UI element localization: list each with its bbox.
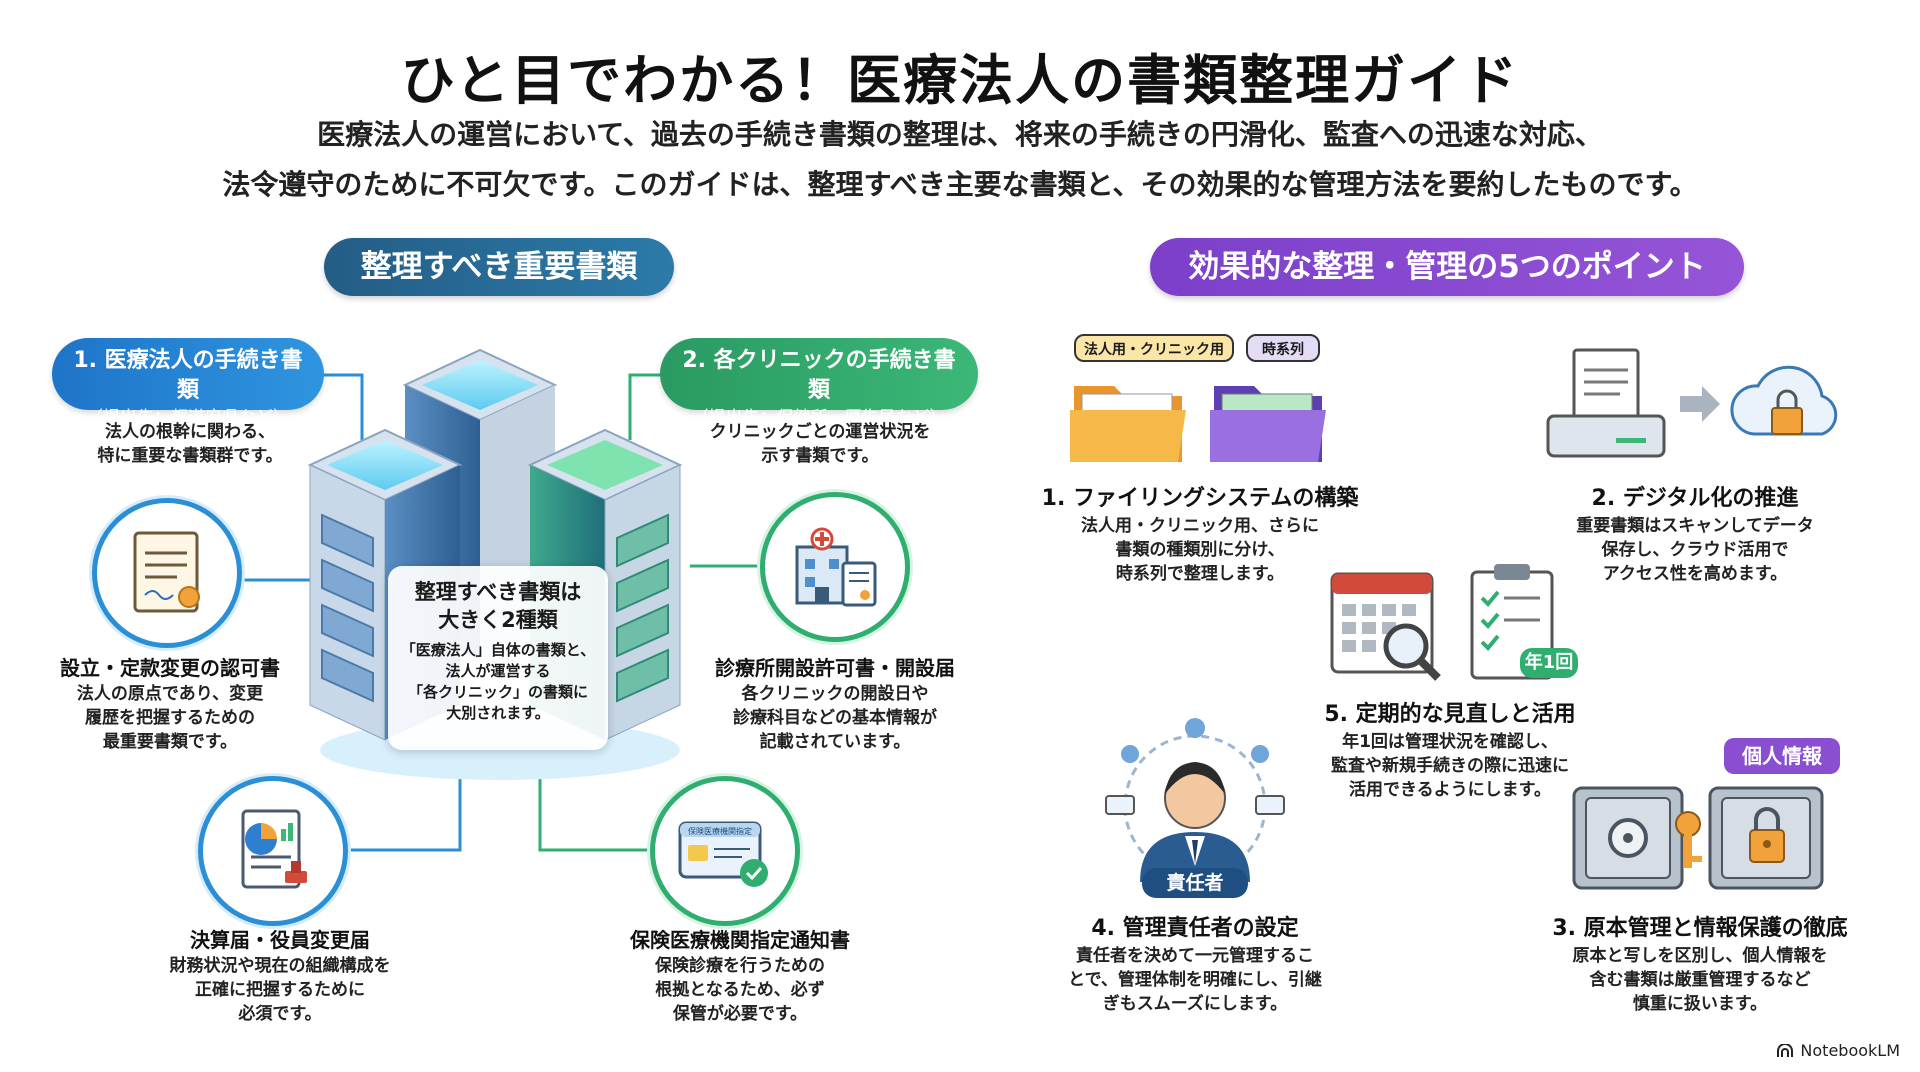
folders-icon <box>1070 386 1326 462</box>
doc-line: 保管が必要です。 <box>672 1004 808 1024</box>
year-once-badge: 年1回 <box>1520 648 1578 678</box>
manager-person-icon <box>1105 718 1285 882</box>
point-line: アクセス性を高めます。 <box>1602 564 1788 584</box>
point-title: 1. ファイリングシステムの構築 <box>1041 486 1359 511</box>
summary-box: 整理すべき書類は 大きく2種類 「医療法人」自体の書類と、 法人が運営する 「各… <box>388 566 608 750</box>
doc-establishment-approval: 設立・定款変更の認可書 法人の原点であり、変更 履歴を把握するための 最重要書類… <box>40 654 300 754</box>
doc-title: 診療所開設許可書・開設届 <box>715 656 955 680</box>
point-line: 書類の種類別に分け、 <box>1115 540 1285 560</box>
point-line: 年1回は管理状況を確認し、 <box>1342 732 1558 752</box>
point-original-management: 3. 原本管理と情報保護の徹底 原本と写しを区別し、個人情報を 含む書類は厳重管… <box>1540 914 1860 1016</box>
point-line: 責任者を決めて一元管理するこ <box>1076 946 1314 966</box>
point-manager: 4. 管理責任者の設定 責任者を決めて一元管理するこ とで、管理体制を明確にし、… <box>1060 914 1330 1016</box>
certificate-icon <box>92 498 242 648</box>
point-line: 含む書類は厳重管理するなど <box>1589 970 1811 990</box>
clinic-building-icon <box>760 492 910 642</box>
point-line: 重要書類はスキャンしてデータ <box>1576 516 1814 536</box>
tag-corp-clinic: 法人用・クリニック用 <box>1074 334 1234 362</box>
logo-text: NotebookLM <box>1800 1041 1900 1060</box>
section-label-points: 効果的な整理・管理の5つのポイント <box>1150 238 1744 296</box>
doc-line: 最重要書類です。 <box>102 732 238 752</box>
desc-line: 示す書類です。 <box>761 446 879 466</box>
point-title: 4. 管理責任者の設定 <box>1091 916 1299 941</box>
intro-line-1: 医療法人の運営において、過去の手続き書類の整理は、将来の手続きの円滑化、監査への… <box>317 118 1603 151</box>
category-title: 1. 医療法人の手続き書類 <box>73 348 303 403</box>
point-line: 監査や新規手続きの際に迅速に <box>1331 756 1569 776</box>
summary-line: 「医療法人」自体の書類と、 <box>400 641 596 659</box>
summary-title-l2: 大きく2種類 <box>438 608 558 632</box>
safe-lock-icon <box>1572 786 1824 890</box>
tag-chronological: 時系列 <box>1246 334 1320 362</box>
point-line: とで、管理体制を明確にし、引継 <box>1068 970 1322 990</box>
doc-clinic-license: 診療所開設許可書・開設届 各クリニックの開設日や 診療科目などの基本情報が 記載… <box>700 654 970 754</box>
category-subtitle: （提出先：都道府県など） <box>86 408 290 428</box>
doc-line: 財務状況や現在の組織構成を <box>169 956 391 976</box>
doc-title: 設立・定款変更の認可書 <box>60 656 280 680</box>
point-line: 慎重に扱います。 <box>1632 994 1768 1014</box>
notebooklm-logo-icon <box>1777 1043 1794 1057</box>
desc-line: 法人の根幹に関わる、 <box>105 422 275 442</box>
point-line: ぎもスムーズにします。 <box>1102 994 1288 1014</box>
doc-line: 根拠となるため、必ず <box>655 980 825 1000</box>
summary-line: 「各クリニック」の書類に <box>407 683 588 701</box>
insurance-card-icon: 保険医療機関指定 <box>650 776 800 926</box>
desc-line: クリニックごとの運営状況を <box>709 422 931 442</box>
privacy-badge: 個人情報 <box>1724 738 1840 774</box>
desc-line: 特に重要な書類群です。 <box>97 446 283 466</box>
doc-title: 保険医療機関指定通知書 <box>630 928 850 952</box>
summary-body: 「医療法人」自体の書類と、 法人が運営する 「各クリニック」の書類に 大別されま… <box>396 640 600 724</box>
scanner-cloud-icon <box>1546 348 1838 458</box>
notebooklm-logo: NotebookLM <box>1776 1041 1900 1060</box>
point-digitization: 2. デジタル化の推進 重要書類はスキャンしてデータ 保存し、クラウド活用で ア… <box>1540 484 1850 586</box>
category-clinic-docs: 2. 各クリニックの手続き書類 （提出先：保健所、厚生局など） <box>660 338 978 428</box>
section-label-documents: 整理すべき重要書類 <box>324 238 674 296</box>
doc-line: 履歴を把握するための <box>85 708 255 728</box>
page-title: ひと目でわかる！医療法人の書類整理ガイド <box>400 49 1520 112</box>
summary-line: 法人が運営する <box>445 662 551 680</box>
manager-badge: 責任者 <box>1142 868 1248 898</box>
summary-line: 大別されます。 <box>446 704 550 722</box>
category-corporation-docs: 1. 医療法人の手続き書類 （提出先：都道府県など） <box>52 338 324 428</box>
point-line: 法人用・クリニック用、さらに <box>1081 516 1319 536</box>
point-periodic-review: 5. 定期的な見直しと活用 年1回は管理状況を確認し、 監査や新規手続きの際に迅… <box>1290 700 1610 802</box>
point-filing-system: 1. ファイリングシステムの構築 法人用・クリニック用、さらに 書類の種類別に分… <box>1020 484 1380 586</box>
point-line: 原本と写しを区別し、個人情報を <box>1572 946 1828 966</box>
doc-line: 正確に把握するために <box>195 980 365 1000</box>
point-title: 2. デジタル化の推進 <box>1591 486 1799 511</box>
category-desc-clinic: クリニックごとの運営状況を 示す書類です。 <box>680 420 960 468</box>
point-title: 3. 原本管理と情報保護の徹底 <box>1552 916 1848 941</box>
doc-line: 必須です。 <box>238 1004 322 1024</box>
intro-text: 医療法人の運営において、過去の手続き書類の整理は、将来の手続きの円滑化、監査への… <box>160 110 1760 210</box>
doc-line: 記載されています。 <box>759 732 911 752</box>
point-line: 保存し、クラウド活用で <box>1601 540 1789 560</box>
connector-lines <box>210 373 760 852</box>
calendar-search-icon <box>1330 564 1554 681</box>
doc-line: 法人の原点であり、変更 <box>76 684 264 704</box>
category-title: 2. 各クリニックの手続き書類 <box>682 348 956 403</box>
summary-title-l1: 整理すべき書類は <box>414 580 582 604</box>
doc-line: 保険診療を行うための <box>655 956 825 976</box>
point-title: 5. 定期的な見直しと活用 <box>1324 702 1576 727</box>
doc-financial-report: 決算届・役員変更届 財務状況や現在の組織構成を 正確に把握するために 必須です。 <box>140 926 420 1026</box>
doc-line: 各クリニックの開設日や <box>741 684 929 704</box>
point-line: 活用できるようにします。 <box>1349 780 1551 800</box>
financial-report-icon <box>198 776 348 926</box>
doc-title: 決算届・役員変更届 <box>190 928 370 952</box>
point-line: 時系列で整理します。 <box>1115 564 1285 584</box>
doc-line: 診療科目などの基本情報が <box>733 708 937 728</box>
intro-line-2: 法令遵守のために不可欠です。このガイドは、整理すべき主要な書類と、その効果的な管… <box>222 168 1698 201</box>
card-text: 保険医療機関指定 <box>688 826 752 836</box>
category-desc-corporation: 法人の根幹に関わる、 特に重要な書類群です。 <box>60 420 320 468</box>
category-subtitle: （提出先：保健所、厚生局など） <box>691 408 947 428</box>
doc-insurance-designation: 保険医療機関指定通知書 保険診療を行うための 根拠となるため、必ず 保管が必要で… <box>600 926 880 1026</box>
